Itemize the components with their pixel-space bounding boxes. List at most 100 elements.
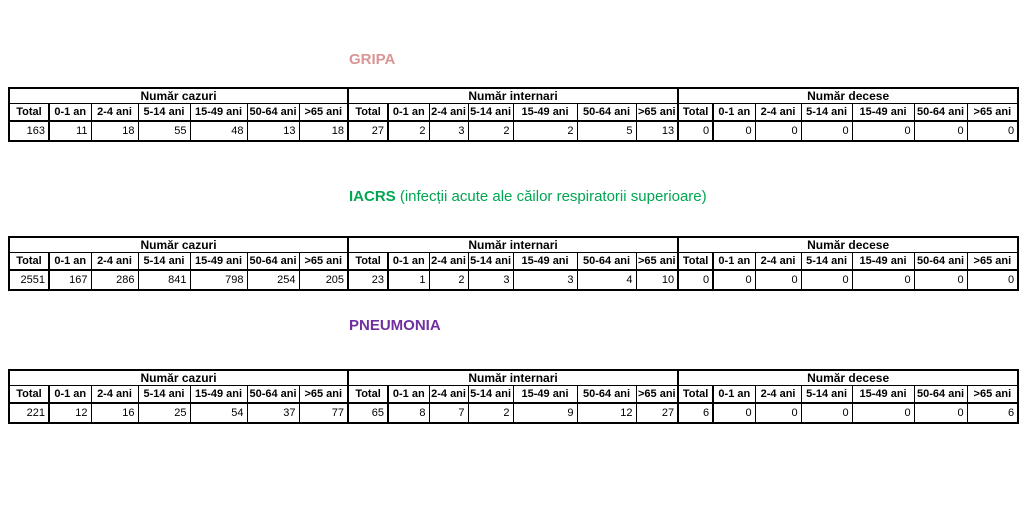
age-header: 50-64 ani bbox=[246, 252, 300, 271]
age-header: 5-14 ani bbox=[467, 252, 514, 271]
value-cell: 0 bbox=[800, 120, 853, 142]
value-cell: 0 bbox=[913, 402, 968, 424]
section-title-suffix: (infecții acute ale căilor respiratorii … bbox=[395, 188, 707, 205]
age-header: 50-64 ani bbox=[246, 385, 300, 404]
value-cell: 3 bbox=[428, 120, 469, 142]
age-header: Total bbox=[347, 103, 390, 122]
value-cell: 7 bbox=[428, 402, 469, 424]
value-cell: 0 bbox=[677, 120, 715, 142]
age-header: 15-49 ani bbox=[189, 385, 248, 404]
value-cell: 16 bbox=[90, 402, 139, 424]
age-header: Total bbox=[8, 252, 50, 271]
age-header: 2-4 ani bbox=[428, 385, 469, 404]
group-label-cazuri: Număr cazuri bbox=[8, 236, 349, 253]
value-cell: 27 bbox=[347, 120, 390, 142]
age-header: 15-49 ani bbox=[512, 385, 578, 404]
value-cell: 2 bbox=[428, 269, 469, 291]
age-header: 0-1 an bbox=[387, 385, 430, 404]
age-header: 5-14 ani bbox=[467, 103, 514, 122]
age-header: 50-64 ani bbox=[246, 103, 300, 122]
age-header: 2-4 ani bbox=[428, 103, 469, 122]
section-title-iacrs: IACRS (infecții acute ale căilor respira… bbox=[349, 188, 707, 205]
age-header: 50-64 ani bbox=[576, 103, 637, 122]
age-header: Total bbox=[677, 252, 715, 271]
age-header: Total bbox=[347, 385, 390, 404]
pneumonia-table: Număr cazuri Număr internari Număr deces… bbox=[8, 369, 1020, 424]
value-cell: 0 bbox=[966, 120, 1019, 142]
age-header: >65 ani bbox=[966, 103, 1019, 122]
value-cell: 167 bbox=[48, 269, 92, 291]
age-header: 0-1 an bbox=[387, 103, 430, 122]
age-header: 50-64 ani bbox=[913, 385, 968, 404]
age-header: 0-1 an bbox=[712, 252, 756, 271]
age-header: 2-4 ani bbox=[428, 252, 469, 271]
value-cell: 8 bbox=[387, 402, 430, 424]
age-header: 50-64 ani bbox=[913, 252, 968, 271]
age-header: 2-4 ani bbox=[754, 385, 802, 404]
value-cell: 221 bbox=[8, 402, 50, 424]
value-cell: 37 bbox=[246, 402, 300, 424]
value-cell: 0 bbox=[754, 402, 802, 424]
section-title-gripa: GRIPA bbox=[349, 51, 395, 68]
age-header: 5-14 ani bbox=[800, 252, 853, 271]
value-cell: 0 bbox=[754, 120, 802, 142]
gripa-table: Număr cazuri Număr internari Număr deces… bbox=[8, 87, 1020, 142]
age-header: 5-14 ani bbox=[800, 103, 853, 122]
value-cell: 3 bbox=[467, 269, 514, 291]
age-header: >65 ani bbox=[298, 385, 349, 404]
value-cell: 4 bbox=[576, 269, 637, 291]
value-cell: 18 bbox=[298, 120, 349, 142]
age-header: 2-4 ani bbox=[754, 252, 802, 271]
age-header: >65 ani bbox=[966, 385, 1019, 404]
age-header: Total bbox=[8, 103, 50, 122]
value-cell: 254 bbox=[246, 269, 300, 291]
age-header: 5-14 ani bbox=[137, 385, 191, 404]
age-header: 0-1 an bbox=[48, 103, 92, 122]
value-cell: 798 bbox=[189, 269, 248, 291]
data-row: 163 11 18 55 48 13 18 27 2 3 2 2 5 13 0 … bbox=[8, 120, 1019, 142]
value-cell: 23 bbox=[347, 269, 390, 291]
age-header: Total bbox=[8, 385, 50, 404]
section-title-text: GRIPA bbox=[349, 51, 396, 68]
age-header: 0-1 an bbox=[712, 385, 756, 404]
age-header: 15-49 ani bbox=[851, 103, 915, 122]
age-header: 15-49 ani bbox=[851, 252, 915, 271]
age-header: 50-64 ani bbox=[913, 103, 968, 122]
value-cell: 0 bbox=[851, 269, 915, 291]
value-cell: 3 bbox=[512, 269, 578, 291]
group-label-row: Număr cazuri Număr internari Număr deces… bbox=[8, 87, 1019, 104]
age-header-row: Total 0-1 an 2-4 ani 5-14 ani 15-49 ani … bbox=[8, 385, 1019, 404]
value-cell: 55 bbox=[137, 120, 191, 142]
value-cell: 0 bbox=[800, 402, 853, 424]
section-title-text: PNEUMONIA bbox=[349, 317, 441, 334]
value-cell: 12 bbox=[576, 402, 637, 424]
value-cell: 286 bbox=[90, 269, 139, 291]
data-row: 2551 167 286 841 798 254 205 23 1 2 3 3 … bbox=[8, 269, 1019, 291]
value-cell: 205 bbox=[298, 269, 349, 291]
group-label-decese: Număr decese bbox=[677, 87, 1019, 104]
value-cell: 1 bbox=[387, 269, 430, 291]
value-cell: 0 bbox=[913, 269, 968, 291]
age-header: 50-64 ani bbox=[576, 252, 637, 271]
value-cell: 0 bbox=[913, 120, 968, 142]
group-label-internari: Număr internari bbox=[347, 236, 679, 253]
age-header: Total bbox=[677, 103, 715, 122]
value-cell: 27 bbox=[635, 402, 679, 424]
section-title-text: IACRS bbox=[349, 188, 396, 205]
value-cell: 25 bbox=[137, 402, 191, 424]
value-cell: 54 bbox=[189, 402, 248, 424]
value-cell: 5 bbox=[576, 120, 637, 142]
age-header-row: Total 0-1 an 2-4 ani 5-14 ani 15-49 ani … bbox=[8, 252, 1019, 271]
value-cell: 0 bbox=[754, 269, 802, 291]
age-header: >65 ani bbox=[966, 252, 1019, 271]
group-label-internari: Număr internari bbox=[347, 87, 679, 104]
value-cell: 77 bbox=[298, 402, 349, 424]
section-title-pneumonia: PNEUMONIA bbox=[349, 317, 441, 334]
age-header: >65 ani bbox=[635, 252, 679, 271]
age-header: 50-64 ani bbox=[576, 385, 637, 404]
value-cell: 0 bbox=[677, 269, 715, 291]
group-label-row: Număr cazuri Număr internari Număr deces… bbox=[8, 236, 1019, 253]
value-cell: 13 bbox=[246, 120, 300, 142]
group-label-cazuri: Număr cazuri bbox=[8, 87, 349, 104]
age-header-row: Total 0-1 an 2-4 ani 5-14 ani 15-49 ani … bbox=[8, 103, 1019, 122]
